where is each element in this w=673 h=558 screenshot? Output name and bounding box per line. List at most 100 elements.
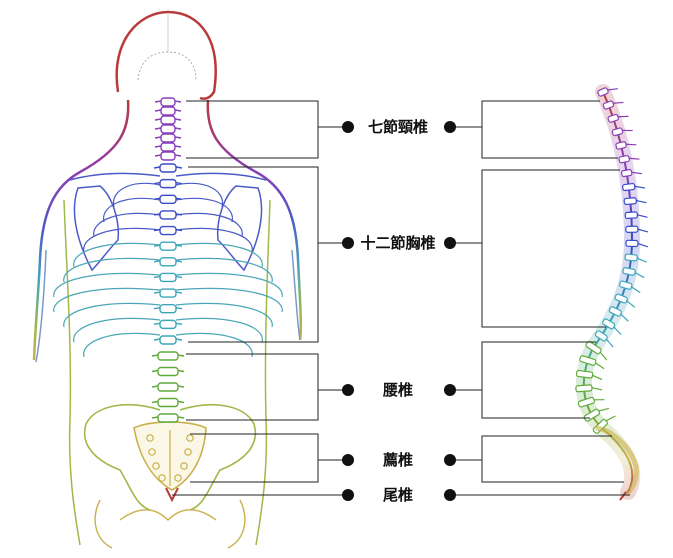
side-vertebra [618, 155, 640, 164]
rib [175, 332, 253, 358]
vertebra-thoracic [153, 163, 183, 173]
vertebra-thoracic [153, 304, 183, 314]
bracket-right-cervical [481, 100, 618, 159]
side-vertebra [622, 182, 646, 192]
vertebra-cervical [154, 115, 182, 125]
side-coccyx [619, 491, 627, 501]
ribcage [53, 182, 283, 358]
rib [103, 197, 161, 223]
side-vertebra [611, 127, 633, 137]
side-vertebra [623, 197, 647, 206]
foramen [180, 462, 188, 470]
rib [112, 182, 161, 208]
vertebra-cervical [154, 133, 182, 143]
side-sacrum [595, 425, 639, 497]
side-vertebra [585, 340, 608, 361]
vertebra-thoracic [153, 178, 183, 189]
side-vertebra [624, 211, 648, 219]
dot-right-sacrum [444, 454, 456, 466]
side-vertebra [597, 87, 619, 97]
rib [83, 332, 161, 358]
side-vertebra [594, 330, 614, 348]
rib [175, 302, 273, 328]
rib [175, 272, 283, 298]
dot-left-sacrum [342, 454, 354, 466]
label-thoracic: 十二節胸椎 [360, 234, 435, 252]
pelvis-right [179, 404, 257, 511]
region-labels: 七節頸椎 十二節胸椎 腰椎 薦椎 尾椎 [360, 118, 435, 504]
connector-dots [342, 121, 456, 501]
vertebra-cervical [154, 142, 182, 152]
rib [93, 212, 161, 238]
rib [83, 227, 161, 253]
vertebra-thoracic [153, 194, 183, 204]
vertebra-lumbar [151, 397, 185, 408]
pelvis-left [83, 404, 161, 511]
coccyx-shape [165, 487, 179, 503]
rib [175, 227, 253, 253]
foramen [148, 448, 156, 456]
side-vertebra [608, 306, 629, 322]
foramen [158, 474, 166, 482]
side-vertebra [624, 253, 647, 263]
vertebra-thoracic [153, 272, 183, 283]
vertebra-thoracic [153, 335, 183, 345]
rib [73, 242, 161, 268]
dot-right-coccyx [444, 489, 456, 501]
vertebra-lumbar [151, 413, 185, 423]
rib [175, 197, 233, 223]
rib [53, 287, 161, 313]
label-sacrum: 薦椎 [383, 451, 413, 469]
side-vertebra [619, 280, 641, 294]
foramen [146, 434, 154, 442]
vertebra-cervical [154, 151, 182, 161]
dot-right-thoracic [444, 237, 456, 249]
body-outline-left [32, 99, 130, 361]
side-vertebra [602, 318, 622, 335]
left-scapula [73, 185, 120, 272]
side-vertebra [607, 113, 629, 123]
rib [53, 272, 161, 298]
vertebra-lumbar [151, 351, 185, 361]
vertebra-lumbar [151, 366, 185, 377]
skull-outline [115, 10, 217, 100]
label-connectors [172, 100, 630, 496]
bracket-right-sacrum [481, 435, 624, 483]
foramen [186, 434, 194, 442]
side-vertebra [575, 369, 603, 381]
side-view-spine [575, 84, 649, 501]
bracket-left-cervical [186, 100, 319, 159]
sacral-foramina [146, 430, 194, 486]
side-vertebra [620, 169, 643, 178]
foramen [184, 448, 192, 456]
side-vertebra [602, 100, 624, 110]
side-vertebra [625, 239, 649, 248]
rib [175, 212, 243, 238]
vertebra-cervical [154, 97, 182, 107]
vertebra-thoracic [153, 319, 183, 330]
bracket-right-thoracic [481, 169, 620, 328]
rib [73, 317, 161, 343]
dot-left-lumbar [342, 384, 354, 396]
bracket-left-lumbar [186, 353, 319, 421]
dot-left-coccyx [342, 489, 354, 501]
side-vertebra [579, 355, 605, 370]
dot-left-cervical [342, 121, 354, 133]
rib [175, 257, 273, 283]
foramen [152, 462, 160, 470]
bracket-left-sacrum [190, 433, 319, 483]
vertebra-thoracic [153, 257, 183, 267]
body-outline-right [206, 99, 303, 341]
side-vertebra [575, 384, 603, 393]
vertebra-cervical [154, 106, 182, 116]
rib [63, 257, 161, 283]
rib [63, 302, 161, 328]
side-vertebra [625, 225, 649, 233]
back-vertebral-column [151, 97, 185, 503]
bracket-right-lumbar [481, 341, 596, 419]
vertebra-cervical [154, 124, 182, 134]
rib [175, 242, 263, 268]
label-lumbar: 腰椎 [382, 381, 413, 399]
bracket-left-thoracic [188, 166, 319, 343]
